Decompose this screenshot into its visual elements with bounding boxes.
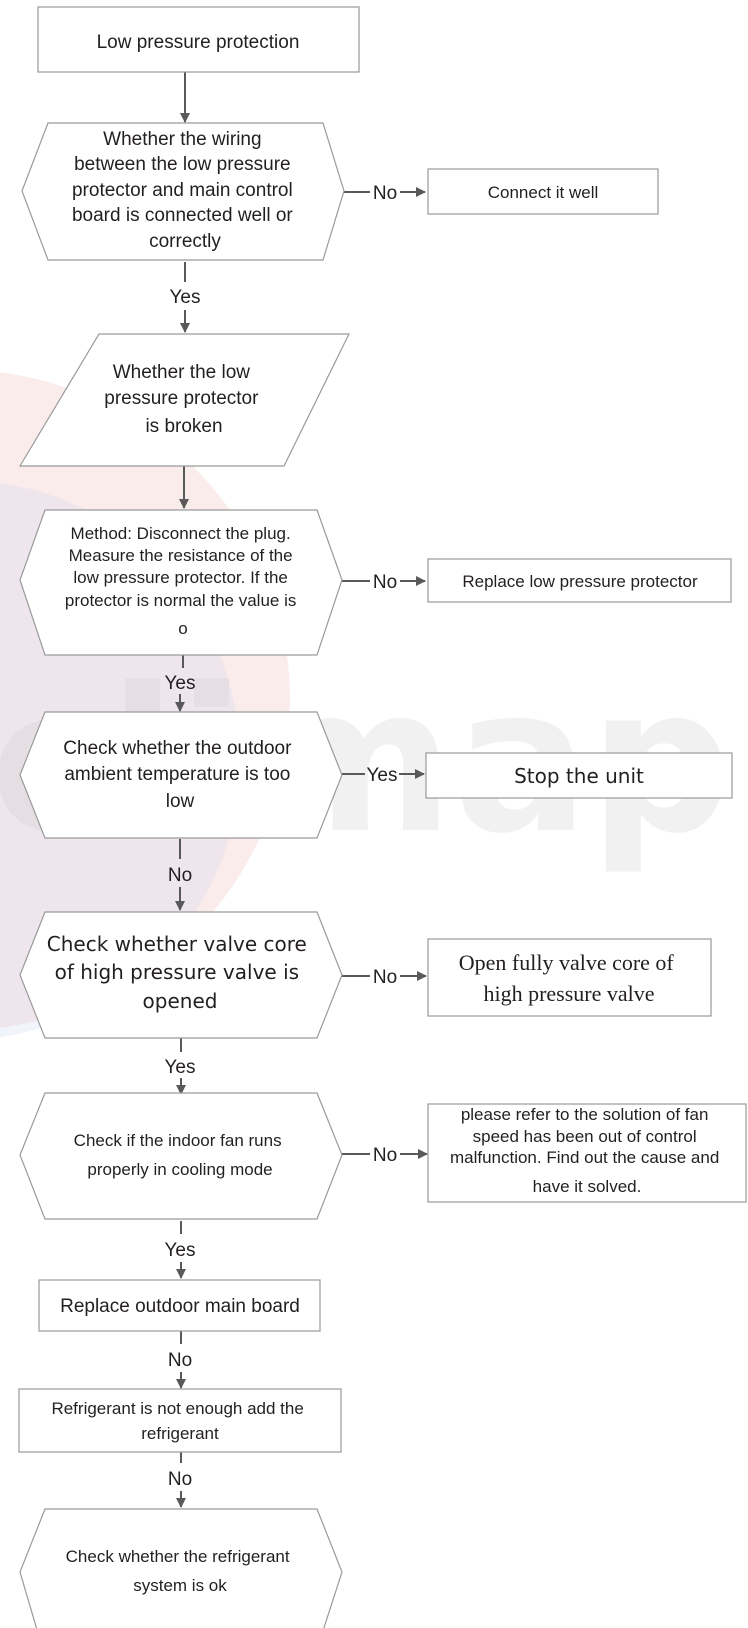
edge-label-board-no: No — [168, 1350, 192, 1371]
decision-method — [19, 509, 343, 656]
start-box — [37, 6, 360, 73]
svg-text:Check whether valve core: Check whether valve core of high pressur… — [47, 932, 313, 1013]
node-method: Method: Disconnect the plug. Measure the… — [19, 509, 343, 656]
node-replace-board: Replace outdoor main board — [38, 1279, 321, 1332]
svg-text:Check whether the refrigerant: Check whether the refrigerant system is … — [66, 1547, 295, 1595]
wiring-line-1: Whether the wiring — [103, 129, 261, 150]
edge-label-wiring-yes: Yes — [170, 287, 201, 308]
connect-box — [427, 168, 659, 215]
refrigerant-line-2: refrigerant — [141, 1424, 219, 1443]
svg-text:Replace outdoor main board: Replace outdoor main board — [60, 1296, 300, 1317]
replace-protector-box — [427, 558, 732, 603]
edge-label-wiring-no: No — [373, 183, 397, 204]
svg-text:please refer to the solution o: please refer to the solution of fan spee… — [450, 1105, 724, 1196]
node-check-broken: Whether the low pressure protector is br… — [18, 333, 350, 467]
decision-fan — [19, 1092, 343, 1220]
edge-label-temp-yes: Yes — [367, 765, 398, 786]
wiring-line-4: board is connected well or — [72, 205, 293, 226]
svg-text:Whether the low pressure: Whether the low pressure protector is br… — [104, 362, 263, 437]
refrigerant-line-1: Refrigerant is not enough add the — [51, 1399, 303, 1418]
wiring-line-3: protector and main control — [72, 180, 293, 201]
node-check-valve: Check whether valve core of high pressur… — [19, 911, 343, 1039]
wiring-line-2: between the low pressure — [74, 154, 291, 175]
valve-line-2: of high pressure valve is — [55, 960, 299, 984]
fan-line-1: Check if the indoor fan runs — [74, 1131, 282, 1150]
method-line-3: low pressure protector. If the — [73, 568, 288, 587]
fan-solution-line-3: malfunction. Find out the cause and — [450, 1148, 719, 1167]
svg-text:Low pressure protection: Low pressure protection — [97, 32, 300, 53]
decision-valve — [19, 911, 343, 1039]
temperature-line-1: Check whether the outdoor — [63, 738, 292, 759]
decision-temperature — [19, 711, 343, 839]
svg-text:Stop the unit: Stop the unit — [514, 764, 644, 788]
method-line-2: Measure the resistance of the — [69, 546, 293, 565]
valve-line-1: Check whether valve core — [47, 932, 307, 956]
open-valve-box — [427, 938, 712, 1017]
node-refrigerant: Refrigerant is not enough add the refrig… — [18, 1388, 342, 1453]
refrigerant-box — [18, 1388, 342, 1453]
edge-label-fan-yes: Yes — [165, 1240, 196, 1261]
svg-text:Refrigerant is not enough add: Refrigerant is not enough add the refrig… — [51, 1399, 308, 1443]
node-open-valve: Open fully valve core of high pressure v… — [427, 938, 712, 1017]
wiring-line-5: correctly — [149, 231, 221, 252]
edge-label-method-yes: Yes — [165, 673, 196, 694]
fan-solution-line-4: have it solved. — [533, 1177, 642, 1196]
edge-label-fan-no: No — [373, 1145, 397, 1166]
node-check-wiring: Whether the wiring between the low press… — [21, 122, 345, 261]
svg-text:Whether the wiring betw: Whether the wiring between the low press… — [72, 129, 298, 252]
svg-text:Check if the indoor fan runs: Check if the indoor fan runs properly in… — [74, 1131, 287, 1179]
connect-text: Connect it well — [488, 183, 599, 202]
node-check-fan: Check if the indoor fan runs properly in… — [19, 1092, 343, 1220]
svg-text:Connect it well: Connect it well — [488, 183, 599, 202]
node-connect: Connect it well — [427, 168, 659, 215]
valve-line-3: opened — [143, 989, 218, 1013]
svg-text:Method: Disconnect the plug.: Method: Disconnect the plug. Measure the… — [65, 524, 301, 638]
svg-text:Replace low pressure protector: Replace low pressure protector — [462, 572, 698, 591]
start-text: Low pressure protection — [97, 32, 300, 53]
fan-solution-line-2: speed has been out of control — [473, 1127, 697, 1146]
svg-text:Check whether the outdoor: Check whether the outdoor ambient temper… — [63, 738, 296, 812]
replace-board-text: Replace outdoor main board — [60, 1296, 300, 1317]
edge-label-method-no: No — [373, 572, 397, 593]
system-line-1: Check whether the refrigerant — [66, 1547, 290, 1566]
node-fan-solution: please refer to the solution of fan spee… — [427, 1103, 747, 1203]
broken-line-3: is broken — [145, 416, 222, 437]
edge-label-temp-no: No — [168, 865, 192, 886]
method-line-5: o — [178, 619, 187, 638]
broken-line-1: Whether the low — [113, 362, 251, 383]
fan-line-2: properly in cooling mode — [87, 1160, 272, 1179]
edge-label-valve-no: No — [373, 967, 397, 988]
connectors — [175, 72, 428, 1508]
replace-board-box — [38, 1279, 321, 1332]
fan-solution-line-1: please refer to the solution of fan — [461, 1105, 709, 1124]
broken-line-2: pressure protector — [104, 388, 259, 409]
open-valve-line-2: high pressure valve — [483, 981, 654, 1006]
method-line-1: Method: Disconnect the plug. — [71, 524, 291, 543]
node-stop-unit: Stop the unit — [425, 752, 733, 799]
stop-unit-box — [425, 752, 733, 799]
system-line-2: system is ok — [133, 1576, 227, 1595]
fan-solution-box — [427, 1103, 747, 1203]
decision-system — [19, 1508, 343, 1628]
open-valve-line-1: Open fully valve core of — [459, 950, 675, 975]
edge-label-valve-yes: Yes — [165, 1057, 196, 1078]
node-start: Low pressure protection — [37, 6, 360, 73]
temperature-line-3: low — [166, 791, 195, 812]
temperature-line-2: ambient temperature is too — [64, 764, 290, 785]
method-line-4: protector is normal the value is — [65, 591, 297, 610]
stop-unit-text: Stop the unit — [514, 764, 644, 788]
decision-wiring — [21, 122, 345, 261]
node-replace-protector: Replace low pressure protector — [427, 558, 732, 603]
replace-protector-text: Replace low pressure protector — [462, 572, 698, 591]
edge-label-refrigerant-no: No — [168, 1469, 192, 1490]
node-check-temperature: Check whether the outdoor ambient temper… — [19, 711, 343, 839]
parallelogram-broken — [18, 333, 350, 467]
edge-labels: No Yes No Yes Yes No No Yes No Yes No No — [165, 183, 398, 1490]
svg-text:Open fully valve core of: Open fully valve core of high pressure v… — [459, 950, 680, 1006]
node-check-system: Check whether the refrigerant system is … — [19, 1508, 343, 1628]
